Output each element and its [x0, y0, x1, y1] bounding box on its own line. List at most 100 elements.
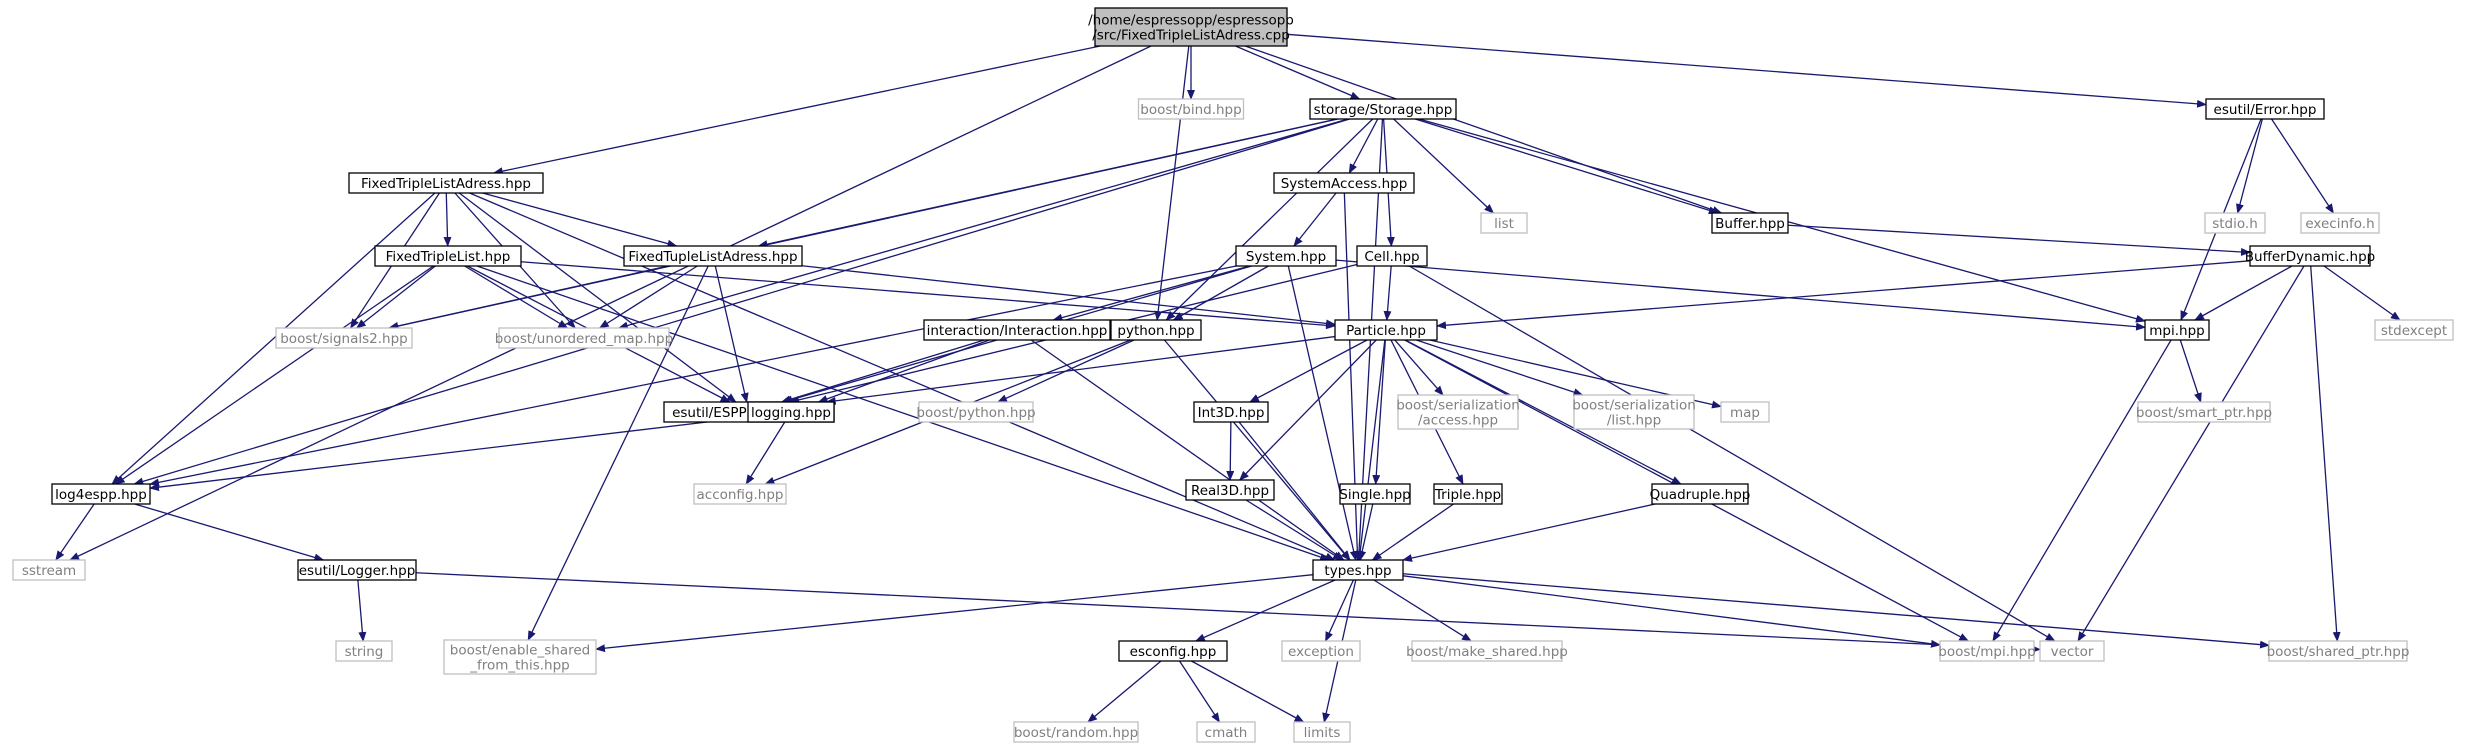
edge-log4espp-to-logger	[134, 503, 325, 562]
node-system[interactable]: System.hpp	[1235, 245, 1337, 267]
edge-logging-to-log4espp	[149, 416, 749, 492]
node-single[interactable]: Single.hpp	[1339, 483, 1411, 505]
node-box-int3d	[1193, 401, 1269, 423]
node-label-execinfo: execinfo.h	[2305, 216, 2374, 232]
node-error[interactable]: esutil/Error.hpp	[2205, 98, 2325, 120]
edge-cell-to-particle	[1383, 265, 1392, 321]
node-acconfig: acconfig.hpp	[693, 483, 787, 505]
node-ftl[interactable]: FixedTripleList.hpp	[374, 245, 522, 267]
edge-error-to-stdio	[2236, 118, 2263, 214]
edge-logger-to-vector	[415, 572, 2041, 654]
node-label-bser_list: /list.hpp	[1607, 413, 1661, 429]
node-sysaccess[interactable]: SystemAccess.hpp	[1273, 172, 1415, 194]
node-label-particle: Particle.hpp	[1346, 323, 1426, 339]
node-shared_ptr: boost/shared_ptr.hpp	[2267, 640, 2409, 662]
node-label-ftl: FixedTripleList.hpp	[386, 249, 511, 265]
node-box-types	[1312, 559, 1404, 581]
node-box-ftla_hpp	[348, 172, 544, 194]
node-stdexcept: stdexcept	[2374, 319, 2454, 341]
node-box-stdexcept	[2374, 319, 2454, 341]
nodes-layer: /home/espressopp/espressopp/src/FixedTri…	[12, 7, 2454, 743]
node-box-make_shared	[1411, 640, 1563, 662]
edge-types-to-enable_shared	[595, 574, 1314, 653]
node-root[interactable]: /home/espressopp/espressopp/src/FixedTri…	[1088, 7, 1294, 47]
edge-system-to-log4espp	[149, 265, 1237, 487]
node-buffer[interactable]: Buffer.hpp	[1711, 212, 1789, 234]
node-int3d[interactable]: Int3D.hpp	[1193, 401, 1269, 423]
edge-storage-to-log4espp	[133, 118, 1350, 486]
node-ftul[interactable]: FixedTupleListAdress.hpp	[623, 245, 803, 267]
edge-error-to-execinfo	[2271, 118, 2334, 214]
node-label-root: /src/FixedTripleListAdress.cpp	[1092, 28, 1290, 44]
node-types[interactable]: types.hpp	[1312, 559, 1404, 581]
edge-ftul-to-enable_shared	[527, 265, 709, 641]
node-bmpi: boost/mpi.hpp	[1938, 640, 2036, 662]
edge-particle-to-int3d	[1249, 339, 1368, 403]
node-label-umap: boost/unordered_map.hpp	[495, 331, 673, 347]
node-bser_access: boost/serialization/access.hpp	[1396, 394, 1520, 430]
edge-ftul-to-signals2	[388, 265, 669, 330]
node-label-log4espp: log4espp.hpp	[55, 487, 147, 503]
edge-particle-to-real3d	[1239, 339, 1377, 481]
node-storage[interactable]: storage/Storage.hpp	[1309, 98, 1457, 120]
edge-storage-to-python	[1165, 118, 1374, 321]
node-label-bpython: boost/python.hpp	[916, 405, 1035, 421]
node-label-logger: esutil/Logger.hpp	[299, 563, 416, 579]
node-particle[interactable]: Particle.hpp	[1334, 319, 1438, 341]
edge-int3d-to-real3d	[1226, 421, 1235, 481]
node-ftla_hpp[interactable]: FixedTripleListAdress.hpp	[348, 172, 544, 194]
node-label-bser_access: boost/serialization	[1396, 398, 1520, 414]
node-label-sstream: sstream	[22, 563, 76, 579]
edge-storage-to-sysaccess	[1348, 118, 1379, 174]
node-interaction[interactable]: interaction/Interaction.hpp	[923, 319, 1111, 341]
node-label-enable_shared: boost/enable_shared	[450, 643, 590, 659]
edge-bufdyn-to-mpi	[2194, 265, 2293, 321]
node-label-ftul: FixedTupleListAdress.hpp	[628, 249, 797, 265]
edge-particle-to-single	[1372, 339, 1386, 485]
node-limits: limits	[1293, 721, 1351, 743]
node-python[interactable]: python.hpp	[1110, 319, 1202, 341]
node-label-stdio: stdio.h	[2212, 216, 2258, 232]
node-logger[interactable]: esutil/Logger.hpp	[297, 559, 417, 581]
node-execinfo: execinfo.h	[2300, 212, 2380, 234]
edge-types-to-exception	[1324, 579, 1355, 642]
node-box-bser_access	[1397, 394, 1519, 430]
edge-particle-to-bser_access	[1394, 339, 1444, 396]
node-exception: exception	[1281, 640, 1361, 662]
node-box-stdio	[2204, 212, 2266, 234]
edge-mpi-to-smartptr	[2179, 339, 2202, 403]
node-box-enable_shared	[443, 639, 597, 675]
node-box-bpython	[918, 401, 1034, 423]
node-box-ftul	[623, 245, 803, 267]
edge-root-to-ftla_hpp	[492, 45, 1101, 176]
edge-real3d-to-types	[1245, 499, 1343, 561]
node-box-vector	[2039, 640, 2105, 662]
node-logging[interactable]: logging.hpp	[747, 401, 835, 423]
node-cell[interactable]: Cell.hpp	[1356, 245, 1428, 267]
node-box-logging	[747, 401, 835, 423]
node-box-shared_ptr	[2268, 640, 2408, 662]
node-quadruple[interactable]: Quadruple.hpp	[1650, 483, 1751, 505]
node-label-list: list	[1494, 216, 1514, 232]
node-label-logging: logging.hpp	[751, 405, 831, 421]
node-string: string	[335, 640, 393, 662]
node-triple[interactable]: Triple.hpp	[1433, 483, 1503, 505]
node-box-sysaccess	[1273, 172, 1415, 194]
node-label-single: Single.hpp	[1339, 487, 1411, 503]
node-esconfig[interactable]: esconfig.hpp	[1118, 640, 1228, 662]
edge-ftla_hpp-to-esppiter	[458, 192, 737, 403]
node-label-cmath: cmath	[1205, 725, 1248, 741]
node-log4espp[interactable]: log4espp.hpp	[51, 483, 151, 505]
node-label-ftla_hpp: FixedTripleListAdress.hpp	[361, 176, 531, 192]
node-bufdyn[interactable]: BufferDynamic.hpp	[2245, 245, 2376, 267]
node-sstream: sstream	[12, 559, 86, 581]
edge-esconfig-to-cmath	[1178, 660, 1221, 723]
node-real3d[interactable]: Real3D.hpp	[1185, 479, 1275, 501]
node-label-signals2: boost/signals2.hpp	[280, 331, 408, 347]
node-mpi[interactable]: mpi.hpp	[2144, 319, 2210, 341]
node-smartptr: boost/smart_ptr.hpp	[2136, 401, 2272, 423]
edge-esconfig-to-brandom	[1087, 660, 1162, 723]
edge-bufdyn-to-particle	[1436, 260, 2251, 330]
node-box-list	[1480, 212, 1528, 234]
